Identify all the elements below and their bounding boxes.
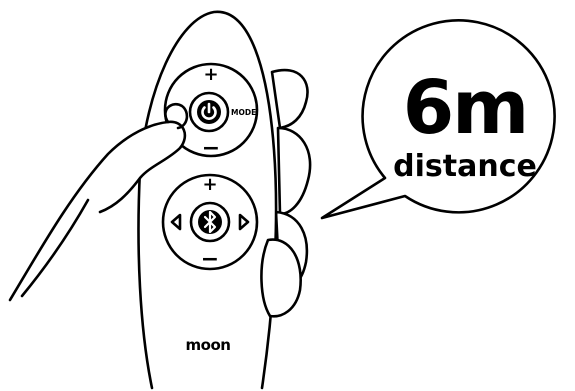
power-icon[interactable] — [197, 100, 221, 124]
bottom-minus[interactable]: − — [201, 247, 219, 272]
mode-label: MODE — [231, 108, 256, 117]
bluetooth-button-panel[interactable]: + − — [163, 174, 257, 272]
callout-subtitle: distance — [393, 149, 537, 184]
top-minus[interactable]: − — [202, 136, 220, 161]
brand-logo: moon — [186, 336, 231, 354]
bluetooth-icon[interactable] — [198, 210, 222, 234]
distance-callout: 6m distance — [322, 20, 555, 218]
callout-headline: 6m — [403, 65, 528, 151]
top-plus[interactable]: + — [203, 64, 218, 85]
bottom-plus[interactable]: + — [202, 174, 217, 195]
